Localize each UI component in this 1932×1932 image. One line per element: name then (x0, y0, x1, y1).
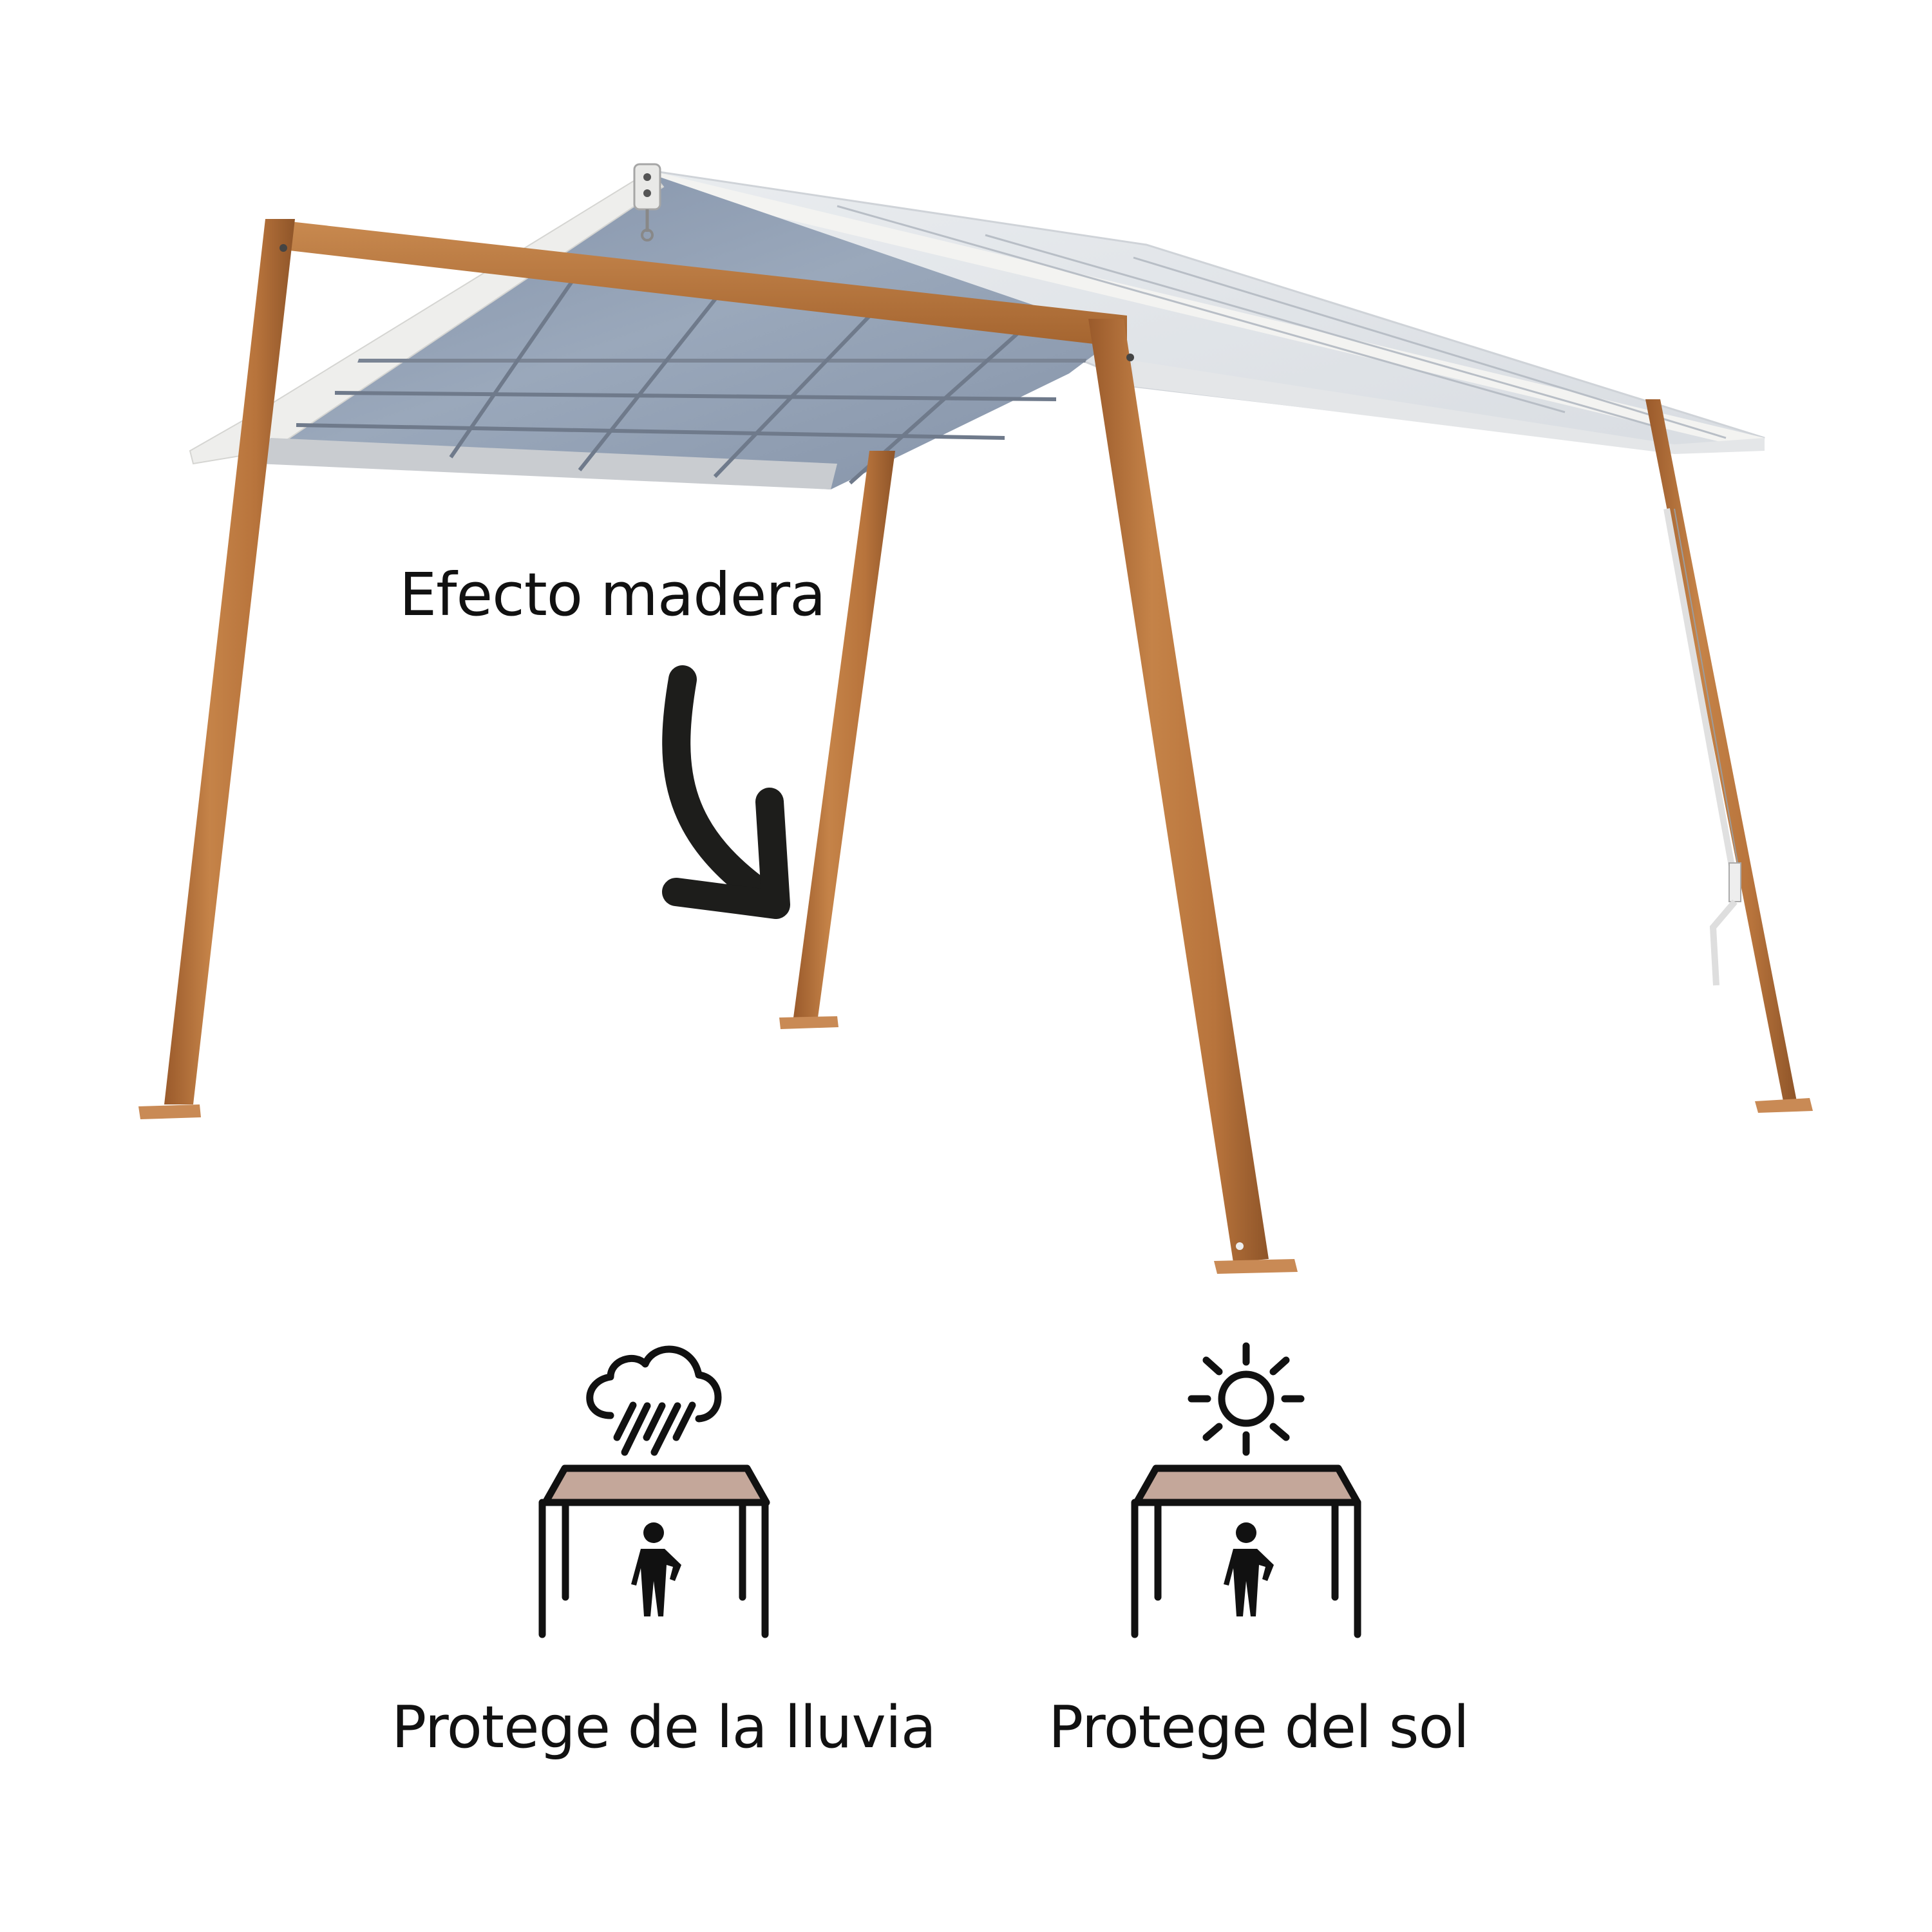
rain-cloud-over-gazebo-icon (538, 1345, 770, 1638)
post-front-right (1088, 319, 1269, 1262)
person-icon (631, 1522, 681, 1616)
post-back-left (793, 451, 895, 1018)
foot-plate-back-right (1755, 1098, 1813, 1113)
feature-caption-sun: Protege del sol (1048, 1694, 1470, 1761)
cloud-icon (586, 1345, 722, 1423)
post-back-right (1645, 399, 1797, 1104)
foot-plate-front-left (138, 1104, 201, 1119)
post-front-left (164, 219, 295, 1104)
crank-handle (1663, 508, 1741, 986)
roof-underside-panel (189, 169, 1121, 489)
sun-icon (1218, 1370, 1274, 1427)
front-beam (267, 219, 1127, 348)
curved-arrow-icon (662, 665, 787, 916)
arrow-head-icon (662, 788, 790, 919)
sun-over-gazebo-icon (1131, 1342, 1361, 1638)
feature-caption-rain: Protege de la lluvia (392, 1694, 936, 1761)
hinge-bracket (633, 163, 661, 242)
callout-label-wood-effect: Efecto madera (399, 560, 826, 629)
foot-plate-front-right (1214, 1259, 1298, 1274)
person-icon (1224, 1522, 1274, 1616)
foot-plate-back-left (779, 1016, 838, 1029)
roof-top-surface (649, 169, 1765, 454)
